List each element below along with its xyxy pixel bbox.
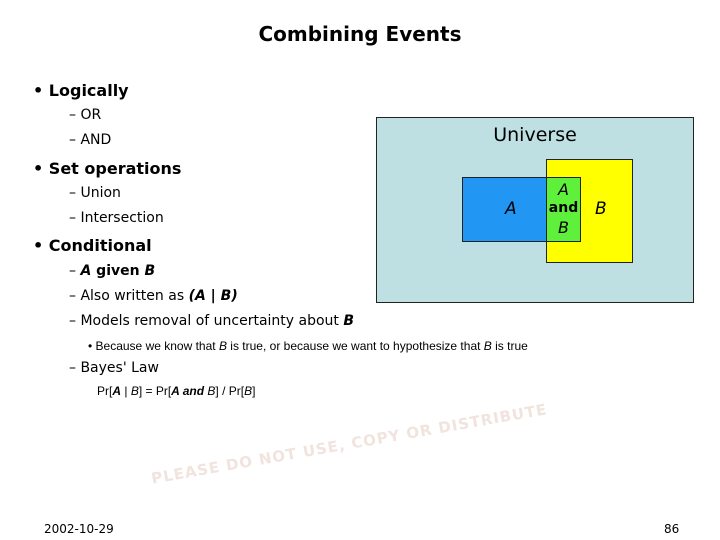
watermark: PLEASE DO NOT USE, COPY OR DISTRIBUTE — [150, 400, 549, 488]
slide-title: Combining Events — [258, 22, 462, 46]
sub-also-written: – Also written as (A | B) — [69, 288, 238, 304]
sub-intersection: – Intersection — [69, 210, 164, 226]
footer-date: 2002-10-29 — [44, 522, 114, 536]
sub-and: – AND — [69, 132, 112, 148]
universe-label: Universe — [493, 124, 577, 146]
page-number: 86 — [664, 522, 680, 536]
intersection-box — [546, 177, 581, 242]
set-a-label: A — [505, 199, 517, 219]
sub-bayes: – Bayes' Law — [69, 360, 159, 376]
bayes-formula: Pr[A | B] = Pr[A and B] / Pr[B] — [97, 384, 256, 398]
bullet-logically: • Logically — [33, 81, 129, 100]
set-b-label: B — [595, 199, 607, 219]
sub-models: – Models removal of uncertainty about B — [69, 313, 355, 329]
sub-or: – OR — [69, 107, 102, 123]
intersection-label: A and B — [548, 180, 579, 237]
bullet-conditional: • Conditional — [33, 236, 152, 255]
sub-because: • Because we know that B is true, or bec… — [88, 339, 528, 353]
bullet-set-operations: • Set operations — [33, 159, 182, 178]
sub-given: – A given B — [69, 263, 156, 279]
sub-union: – Union — [69, 185, 121, 201]
